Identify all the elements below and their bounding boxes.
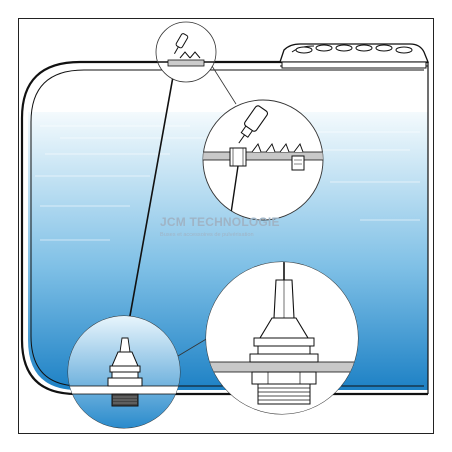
roof-valve-detail-small: [155, 21, 217, 83]
watermark-subtitle: Buses et accessoires de pulvérisation: [160, 232, 254, 238]
roof-valve-detail-large: [202, 99, 324, 221]
frame: [18, 18, 434, 434]
tank-wall-inner: [30, 69, 424, 387]
float-nozzle-detail-small: [67, 315, 181, 429]
float-nozzle-detail-large: [205, 261, 359, 415]
tank-lid: [279, 43, 429, 69]
watermark-title: JCM TECHNOLOGIE: [160, 215, 280, 229]
tank-wall-outer: [20, 60, 428, 396]
hose: [125, 59, 177, 339]
